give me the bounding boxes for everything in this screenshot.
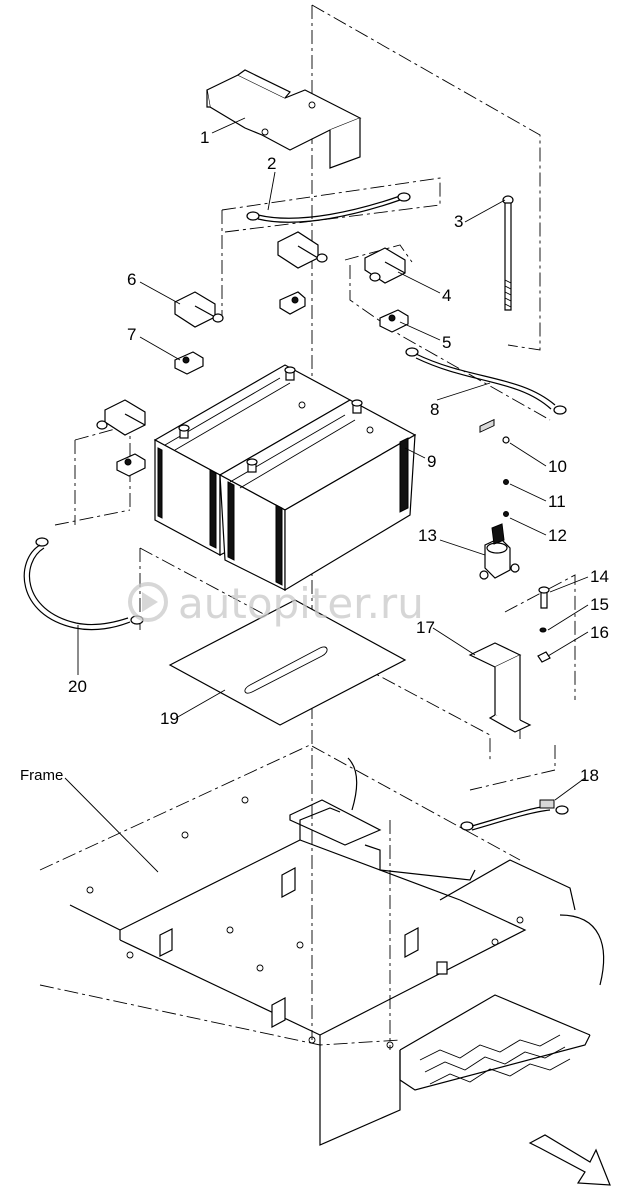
callout-18: 18 <box>580 766 599 785</box>
part-10-12-fasteners <box>502 436 510 517</box>
callout-16: 16 <box>590 623 609 642</box>
part-8-cable <box>405 347 567 415</box>
watermark: autopiter.ru <box>128 579 424 628</box>
terminal-cover-top-center <box>277 231 328 269</box>
part-1-hold-down-bracket <box>206 69 362 169</box>
callout-7: 7 <box>127 325 136 344</box>
part-14-16-hardware <box>537 586 551 663</box>
callout-11: 11 <box>548 492 566 511</box>
part-19-battery-mat <box>168 599 407 726</box>
part-13-battery-switch <box>479 523 520 580</box>
leader-lines <box>64 117 589 873</box>
forward-arrow-icon <box>528 1134 611 1186</box>
callout-10: 10 <box>548 457 567 476</box>
part-3-rod <box>502 195 514 311</box>
part-6-terminal-cover <box>174 291 224 328</box>
callout-14: 14 <box>590 567 609 586</box>
callout-19: 19 <box>160 709 179 728</box>
callout-15: 15 <box>590 595 609 614</box>
clamp-left <box>116 453 146 477</box>
callout-5: 5 <box>442 333 451 352</box>
callout-8: 8 <box>430 400 439 419</box>
part-17-switch-bracket <box>468 418 532 733</box>
part-5-terminal-clamp <box>379 309 409 333</box>
part-9-batteries <box>153 364 417 592</box>
watermark-text: autopiter.ru <box>178 579 424 628</box>
callout-17: 17 <box>416 618 435 637</box>
frame-structure <box>39 744 605 1146</box>
callouts: 1 2 3 4 5 6 7 8 9 10 11 12 13 14 15 16 1… <box>20 128 609 785</box>
callout-12: 12 <box>548 526 567 545</box>
play-circle-icon <box>142 592 158 612</box>
callout-3: 3 <box>454 212 463 231</box>
part-4-terminal-cover <box>364 247 406 284</box>
callout-1: 1 <box>200 128 209 147</box>
frame-label: Frame <box>20 767 63 784</box>
callout-13: 13 <box>418 526 437 545</box>
callout-2: 2 <box>267 154 276 173</box>
callout-4: 4 <box>442 286 451 305</box>
part-18-ground-cable <box>460 799 569 831</box>
callout-6: 6 <box>127 270 136 289</box>
part-20-cable <box>23 537 144 631</box>
terminal-cover-left <box>96 399 146 436</box>
part-7-terminal-clamp <box>174 351 204 375</box>
clamp-top-center <box>279 291 306 315</box>
part-2-cable <box>246 192 411 223</box>
callout-20: 20 <box>68 677 87 696</box>
callout-9: 9 <box>427 452 436 471</box>
